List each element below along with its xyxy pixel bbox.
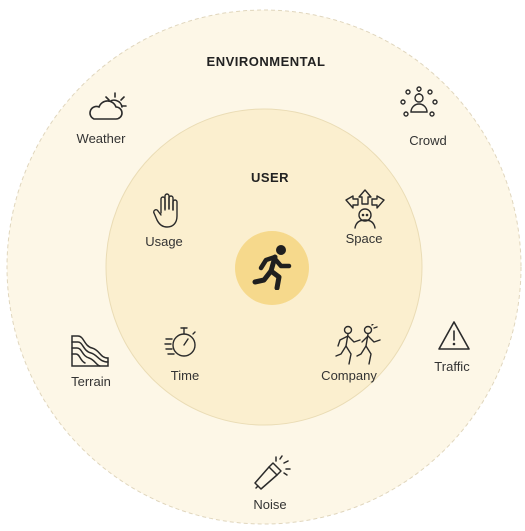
- factor-label-crowd: Crowd: [409, 133, 447, 148]
- factor-label-terrain: Terrain: [71, 374, 111, 389]
- environmental-heading: ENVIRONMENTAL: [206, 54, 326, 69]
- factor-label-space: Space: [345, 231, 383, 246]
- crowd-icon: [400, 86, 438, 117]
- factor-label-company: Company: [321, 368, 377, 383]
- weather-icon: [89, 92, 127, 120]
- factor-label-weather: Weather: [76, 131, 126, 146]
- stopwatch-icon: [164, 327, 196, 357]
- factor-label-noise: Noise: [253, 497, 287, 512]
- company-icon: [335, 324, 381, 365]
- running-person-icon: [252, 245, 292, 290]
- traffic-warning-icon: [438, 321, 470, 350]
- factor-label-time: Time: [170, 368, 200, 383]
- noise-icon: [254, 455, 291, 490]
- hand-icon: [153, 193, 178, 228]
- space-icon: [345, 189, 385, 229]
- terrain-icon: [71, 335, 109, 367]
- factor-label-usage: Usage: [145, 234, 183, 249]
- factor-label-traffic: Traffic: [434, 359, 470, 374]
- user-heading: USER: [250, 170, 290, 185]
